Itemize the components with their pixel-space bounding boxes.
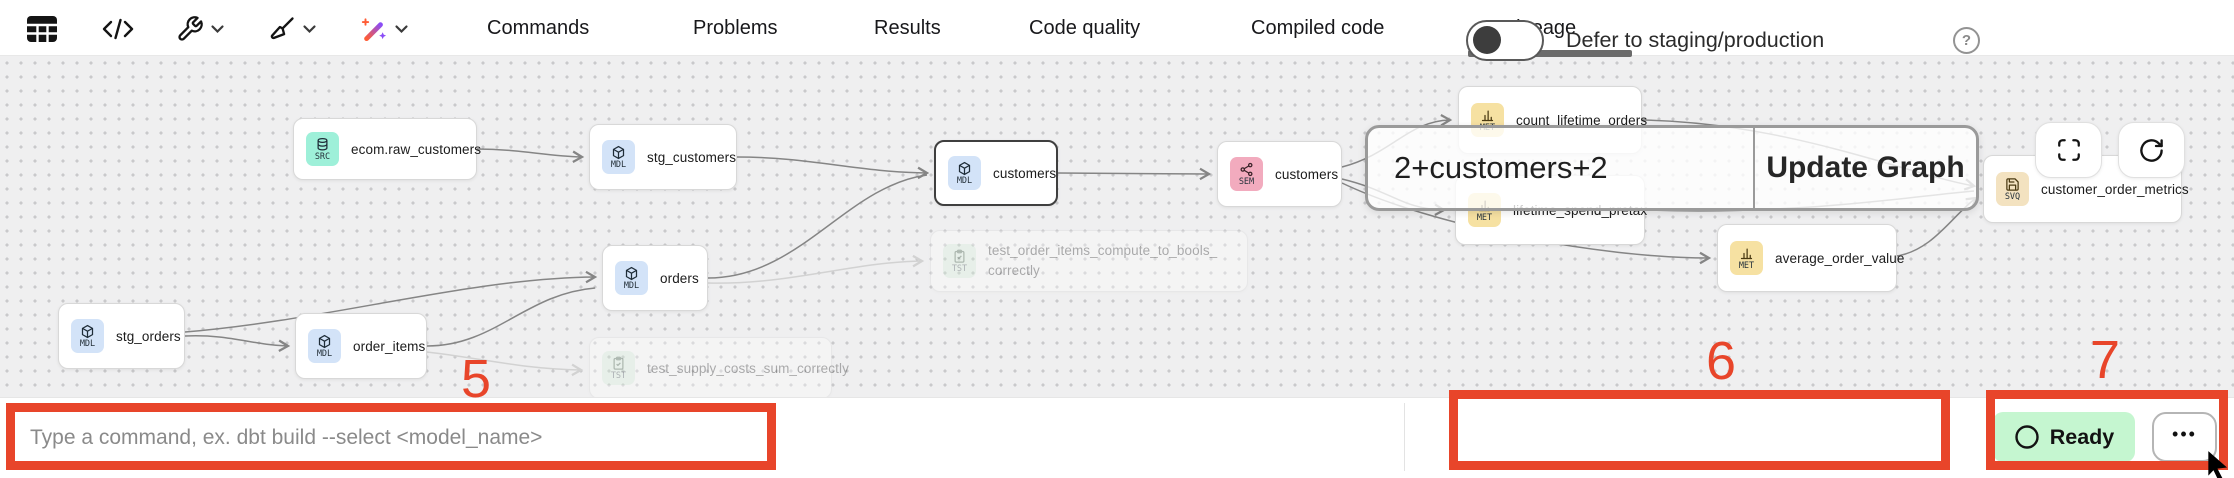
table-icon[interactable]	[26, 13, 58, 45]
broom-icon	[270, 17, 294, 40]
save-icon	[2006, 178, 2019, 191]
lineage-node-metric[interactable]: MET average_order_value	[1717, 224, 1904, 292]
defer-label: Defer to staging/production	[1566, 28, 1825, 52]
lineage-node-test[interactable]: TST test_supply_costs_sum_correctly	[589, 337, 849, 399]
defer-toggle[interactable]	[1466, 20, 1544, 61]
cube-icon	[612, 145, 625, 159]
wrench-dropdown[interactable]	[176, 13, 225, 45]
wand-dropdown[interactable]	[358, 13, 409, 45]
database-icon	[317, 137, 328, 151]
cube-icon	[625, 266, 638, 280]
update-graph-button[interactable]: Update Graph	[1753, 128, 1976, 208]
toggle-knob	[1473, 26, 1501, 54]
chevron-down-icon	[211, 25, 224, 34]
code-icon[interactable]	[101, 13, 135, 45]
chevron-down-icon	[303, 25, 316, 34]
ellipsis-icon: •••	[2172, 423, 2197, 444]
wrench-icon	[178, 16, 203, 41]
bottom-bar: Type a command, ex. dbt build --select <…	[0, 397, 2234, 478]
divider	[1404, 403, 1405, 471]
selector-input[interactable]: 2+customers+2	[1394, 150, 1608, 185]
ready-status-button[interactable]: Ready	[1993, 412, 2135, 462]
lineage-node-source[interactable]: SRC ecom.raw_customers	[293, 118, 481, 180]
fullscreen-icon	[2057, 139, 2080, 161]
clipboard-check-icon	[954, 249, 965, 263]
refresh-button[interactable]	[2118, 122, 2185, 178]
network-icon	[1240, 162, 1253, 176]
bar-chart-icon	[1481, 110, 1494, 121]
selector-overlay: 2+customers+2 Update Graph	[1365, 125, 1979, 211]
lineage-node-model[interactable]: MDL stg_customers	[589, 124, 737, 190]
tab-results[interactable]: Results	[874, 16, 941, 39]
lineage-node-model[interactable]: MDL stg_orders	[58, 303, 185, 369]
model-badge: MDL	[71, 319, 104, 353]
active-tab-indicator	[1468, 50, 1632, 57]
model-badge: MDL	[308, 329, 341, 363]
saved-query-badge: SVQ	[1996, 172, 2029, 206]
model-badge: MDL	[602, 140, 635, 174]
tab-problems[interactable]: Problems	[693, 16, 778, 39]
cube-icon	[81, 324, 94, 338]
wand-icon	[361, 18, 387, 42]
tab-compiled-code[interactable]: Compiled code	[1251, 16, 1385, 39]
ready-label: Ready	[2049, 424, 2115, 449]
chevron-down-icon	[395, 25, 408, 34]
lineage-node-model[interactable]: MDL orders	[602, 245, 708, 311]
command-input[interactable]: Type a command, ex. dbt build --select <…	[30, 426, 543, 449]
lineage-node-semantic[interactable]: SEM customers	[1217, 141, 1342, 207]
toolbar: Commands Problems Results Code quality C…	[0, 0, 2234, 57]
tab-code-quality[interactable]: Code quality	[1029, 16, 1141, 39]
source-badge: SRC	[306, 132, 339, 166]
lineage-node-model-selected[interactable]: MDL customers	[934, 140, 1058, 206]
refresh-icon	[2140, 138, 2163, 162]
clipboard-check-icon	[613, 356, 624, 370]
more-options-button[interactable]: •••	[2152, 412, 2217, 462]
model-badge: MDL	[615, 261, 648, 295]
fullscreen-button[interactable]	[2035, 122, 2102, 178]
test-badge: TST	[602, 351, 635, 385]
model-badge: MDL	[948, 156, 981, 190]
cube-icon	[318, 334, 331, 348]
help-icon[interactable]: ?	[1953, 27, 1980, 54]
bar-chart-icon	[1740, 248, 1753, 259]
semantic-badge: SEM	[1230, 157, 1263, 191]
test-badge: TST	[943, 244, 976, 278]
cube-icon	[958, 161, 971, 175]
lineage-node-test[interactable]: TST test_order_items_compute_to_bools_co…	[930, 230, 1248, 292]
status-circle-icon	[2015, 425, 2039, 449]
metric-badge: MET	[1730, 241, 1763, 275]
tab-commands[interactable]: Commands	[487, 16, 590, 39]
broom-dropdown[interactable]	[268, 13, 317, 45]
lineage-node-model[interactable]: MDL order_items	[295, 313, 427, 379]
